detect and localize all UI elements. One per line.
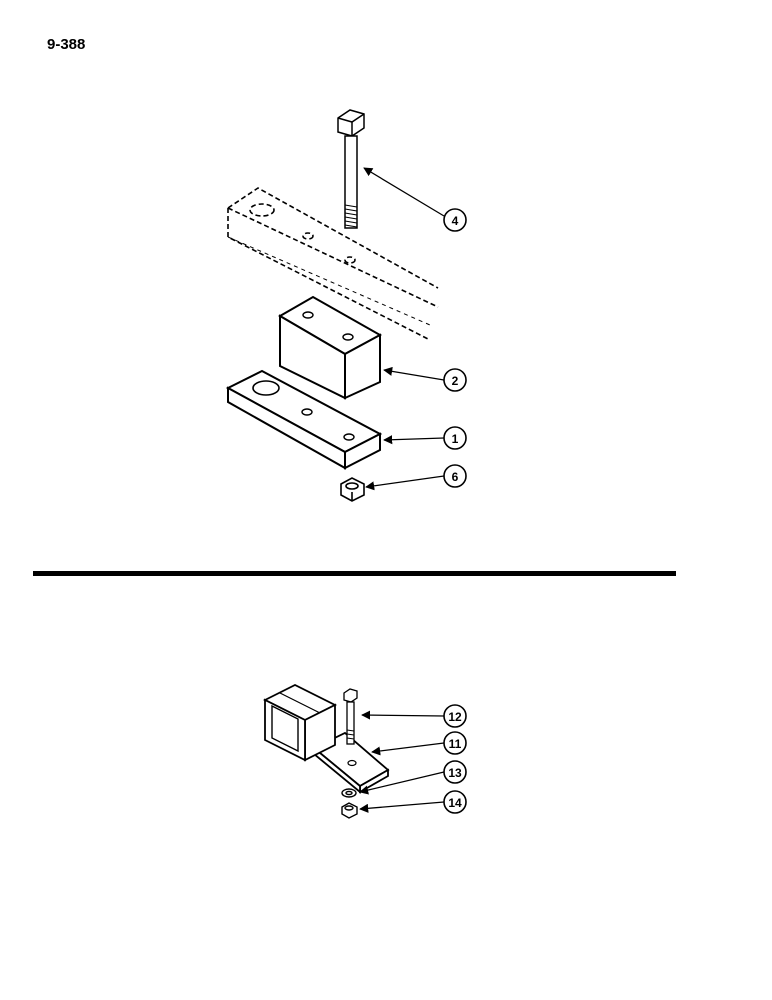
spacer-block-part-2 (278, 295, 383, 400)
bolt-part-4 (337, 109, 365, 229)
section-divider (33, 571, 676, 576)
callout-label-13: 13 (448, 766, 462, 780)
callout-label-2: 2 (452, 374, 459, 388)
callout-label-6: 6 (452, 470, 459, 484)
plate-part-1 (225, 369, 383, 470)
callout-label-11: 11 (449, 737, 462, 751)
nut-part-14 (341, 802, 358, 819)
callout-part-2: 2 (443, 368, 467, 392)
callout-label-4: 4 (452, 214, 459, 228)
callout-label-12: 12 (448, 710, 462, 724)
callout-part-11: 11 (443, 731, 467, 755)
bracket-part-11 (262, 683, 390, 794)
callout-part-6: 6 (443, 464, 467, 488)
bottom-assembly: 12 11 13 14 (262, 683, 467, 819)
nut-part-6 (340, 477, 365, 502)
callout-part-1: 1 (443, 426, 467, 450)
bolt-part-12 (343, 688, 358, 745)
top-assembly: 4 2 1 6 (225, 109, 467, 502)
page-number: 9-388 (47, 36, 86, 53)
bottom-leaders (359, 710, 445, 813)
callout-label-14: 14 (448, 796, 462, 810)
washer-part-13 (341, 788, 357, 798)
frame-member-phantom (227, 187, 439, 341)
callout-part-14: 14 (443, 790, 467, 814)
callout-part-13: 13 (443, 760, 467, 784)
callout-label-1: 1 (452, 432, 459, 446)
top-leaders (363, 167, 445, 491)
callout-part-4: 4 (443, 208, 467, 232)
callout-part-12: 12 (443, 704, 467, 728)
